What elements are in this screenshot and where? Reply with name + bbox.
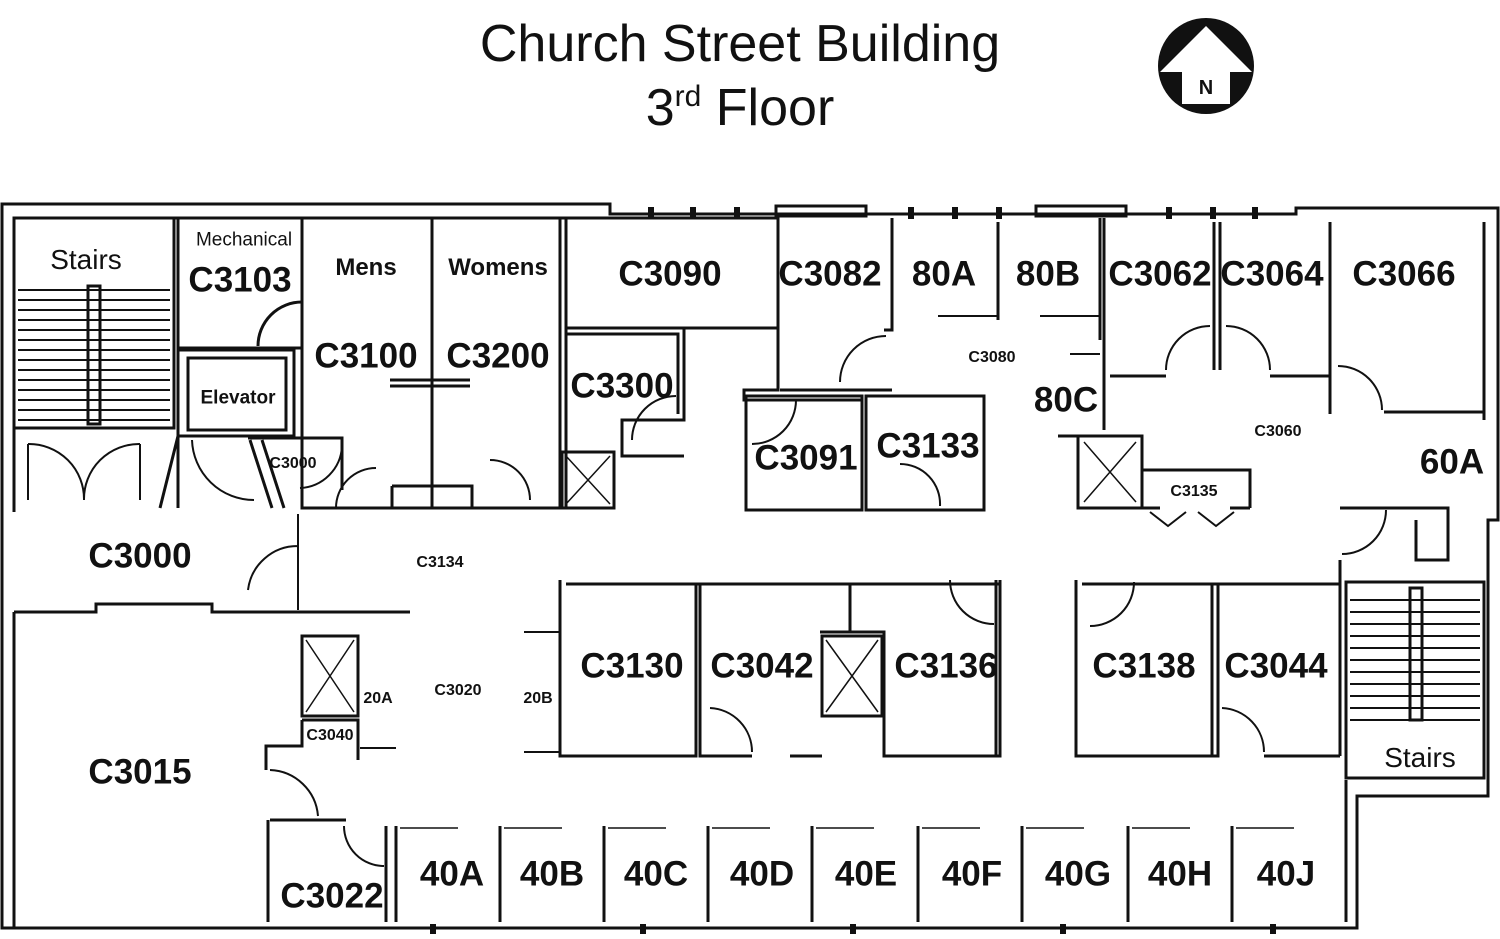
label-80c: 80C (1033, 380, 1099, 420)
label-c3040: C3040 (306, 727, 354, 744)
label-c3022: C3022 (280, 876, 384, 916)
label-c3015: C3015 (88, 752, 192, 792)
label-elevator: Elevator (200, 387, 276, 409)
building-title: Church Street Building (479, 15, 1001, 73)
label-c3133: C3133 (876, 426, 980, 466)
label-c3091: C3091 (754, 438, 858, 478)
label-c3020: C3020 (434, 682, 482, 699)
label-mens: Mens (335, 254, 397, 281)
compass-letter: N (1198, 77, 1214, 99)
label-mechanical: Mechanical (195, 229, 293, 251)
label-c3100: C3100 (314, 336, 418, 376)
label-60a: 60A (1419, 442, 1485, 482)
label-20b: 20B (523, 690, 553, 707)
label-80b: 80B (1015, 254, 1081, 294)
north-arrow-icon (1158, 18, 1254, 114)
room-c3091 (744, 394, 864, 512)
label-c3000: C3000 (88, 536, 192, 576)
label-c3138: C3138 (1092, 646, 1196, 686)
label-80a: 80A (911, 254, 977, 294)
label-c3066: C3066 (1352, 254, 1456, 294)
west-stairs-enclosure (12, 216, 176, 430)
label-stairs-west: Stairs (50, 244, 122, 275)
label-c3062: C3062 (1108, 254, 1212, 294)
label-c3130: C3130 (580, 646, 684, 686)
floor-title: 3rd Floor (0, 78, 1480, 138)
label-c3136: C3136 (894, 646, 998, 686)
room-c3133 (864, 394, 986, 512)
label-c3000-small: C3000 (269, 455, 317, 472)
east-stairs-enclosure (1344, 580, 1486, 780)
label-c3082: C3082 (778, 254, 882, 294)
label-c3042: C3042 (710, 646, 814, 686)
label-c3135: C3135 (1170, 483, 1218, 500)
womens-room (430, 216, 562, 510)
label-40h: 40H (1147, 854, 1213, 894)
label-40g: 40G (1044, 854, 1112, 894)
label-c3044: C3044 (1224, 646, 1328, 686)
label-20a: 20A (363, 690, 393, 707)
label-40a: 40A (419, 854, 485, 894)
outer-wall (0, 202, 1500, 930)
label-c3103: C3103 (188, 260, 292, 300)
outer-wall-inner (12, 216, 1486, 922)
floor-word: Floor (715, 79, 835, 137)
label-c3090: C3090 (618, 254, 722, 294)
label-c3300: C3300 (570, 366, 674, 406)
label-womens: Womens (448, 254, 548, 281)
label-40d: 40D (729, 854, 795, 894)
label-c3200: C3200 (446, 336, 550, 376)
label-c3060: C3060 (1254, 423, 1302, 440)
label-40e: 40E (834, 854, 898, 894)
floor-number: 3 (645, 79, 675, 137)
elevator-shaft (176, 348, 296, 438)
label-40j: 40J (1256, 854, 1316, 894)
label-40f: 40F (941, 854, 1003, 894)
label-40c: 40C (623, 854, 689, 894)
label-stairs-east: Stairs (1384, 742, 1456, 773)
floor-suffix: rd (674, 80, 702, 113)
label-40b: 40B (519, 854, 585, 894)
label-c3134: C3134 (416, 554, 464, 571)
label-c3064: C3064 (1220, 254, 1324, 294)
label-c3080: C3080 (968, 349, 1016, 366)
